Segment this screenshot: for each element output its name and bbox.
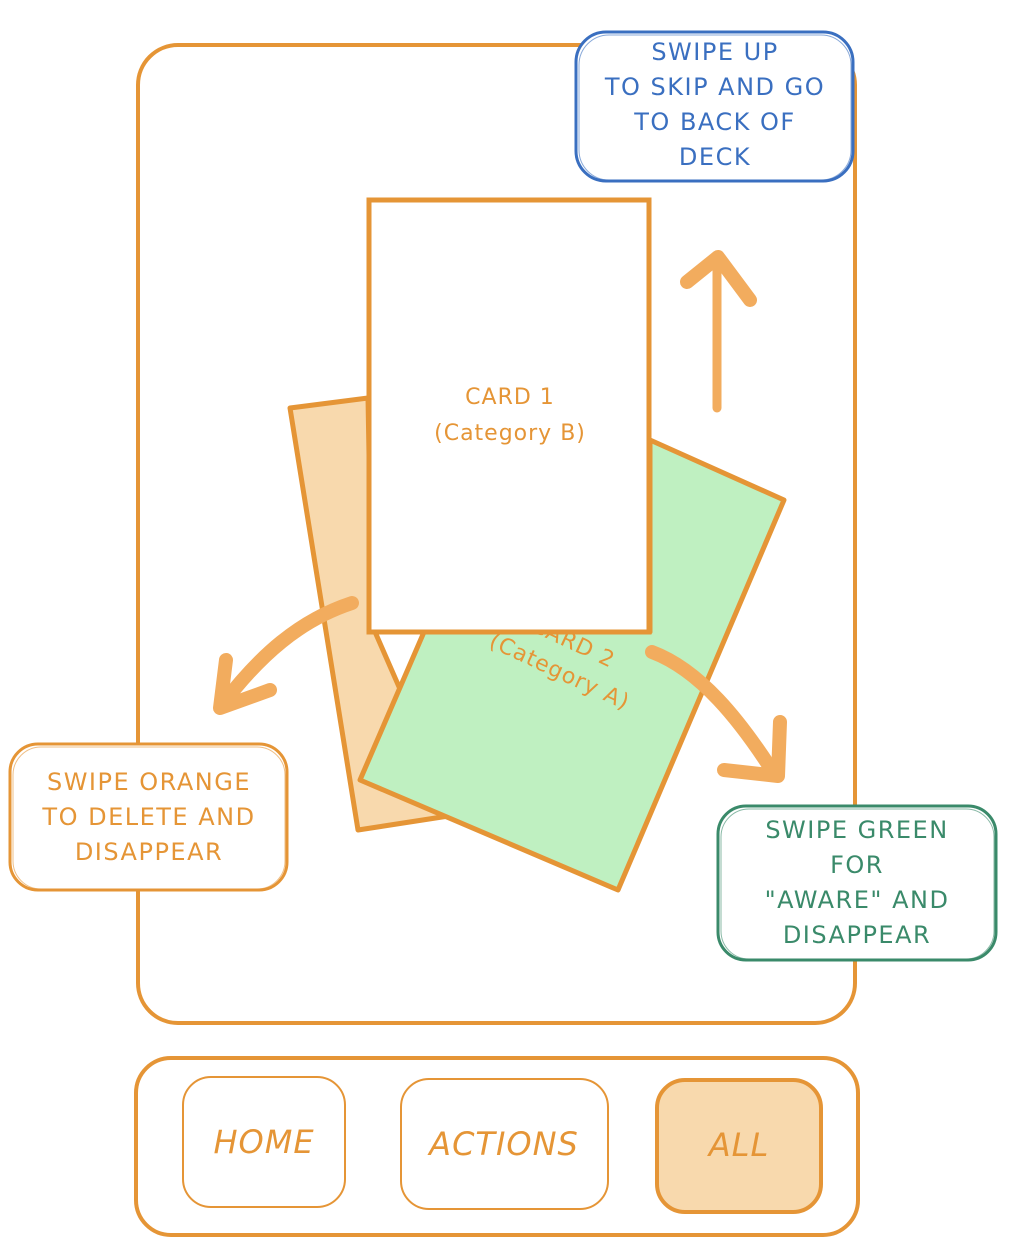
note-swipe-orange-line-1: SWIPE ORANGE xyxy=(47,768,251,796)
note-swipe-up-line-2: TO SKIP AND GO xyxy=(604,73,825,101)
note-swipe-orange-line-2: TO DELETE AND xyxy=(41,803,255,831)
swipe-up-arrow-icon xyxy=(680,250,757,413)
nav-actions-label: ACTIONS xyxy=(427,1125,579,1163)
note-swipe-green-line-4: DISAPPEAR xyxy=(783,921,931,949)
nav-all-button[interactable]: ALL xyxy=(655,1078,823,1214)
note-swipe-orange-line-3: DISAPPEAR xyxy=(75,838,223,866)
card-top-category: (Category B) xyxy=(434,421,586,446)
note-swipe-green: SWIPE GREEN FOR "AWARE" AND DISAPPEAR xyxy=(716,804,998,962)
nav-all-label: ALL xyxy=(707,1126,770,1164)
note-swipe-green-box xyxy=(716,804,998,962)
swipe-left-arrow-icon xyxy=(213,596,359,715)
bottom-nav: HOME ACTIONS ALL xyxy=(134,1056,860,1237)
card-top-title: CARD 1 xyxy=(465,385,555,410)
card-top[interactable]: CARD 1 (Category B) xyxy=(366,197,652,635)
note-swipe-orange: SWIPE ORANGE TO DELETE AND DISAPPEAR xyxy=(8,742,289,892)
note-swipe-orange-box xyxy=(8,742,289,892)
nav-home-button[interactable]: HOME xyxy=(182,1076,346,1208)
note-swipe-green-line-2: FOR xyxy=(830,851,884,879)
note-swipe-up-line-3: TO BACK OF xyxy=(633,108,795,136)
card-top-shape xyxy=(366,197,652,635)
note-swipe-up-box xyxy=(574,30,855,183)
nav-home-label: HOME xyxy=(213,1123,314,1161)
note-swipe-green-line-1: SWIPE GREEN xyxy=(765,816,948,844)
note-swipe-up-line-4: DECK xyxy=(679,143,751,171)
note-swipe-up: SWIPE UP TO SKIP AND GO TO BACK OF DECK xyxy=(574,30,855,183)
note-swipe-green-line-3: "AWARE" AND xyxy=(765,886,950,914)
card-green[interactable]: CARD 2 (Category A) xyxy=(357,437,787,893)
swipe-right-arrow-icon xyxy=(645,645,787,783)
nav-actions-button[interactable]: ACTIONS xyxy=(400,1078,609,1210)
note-swipe-up-line-1: SWIPE UP xyxy=(651,38,778,66)
